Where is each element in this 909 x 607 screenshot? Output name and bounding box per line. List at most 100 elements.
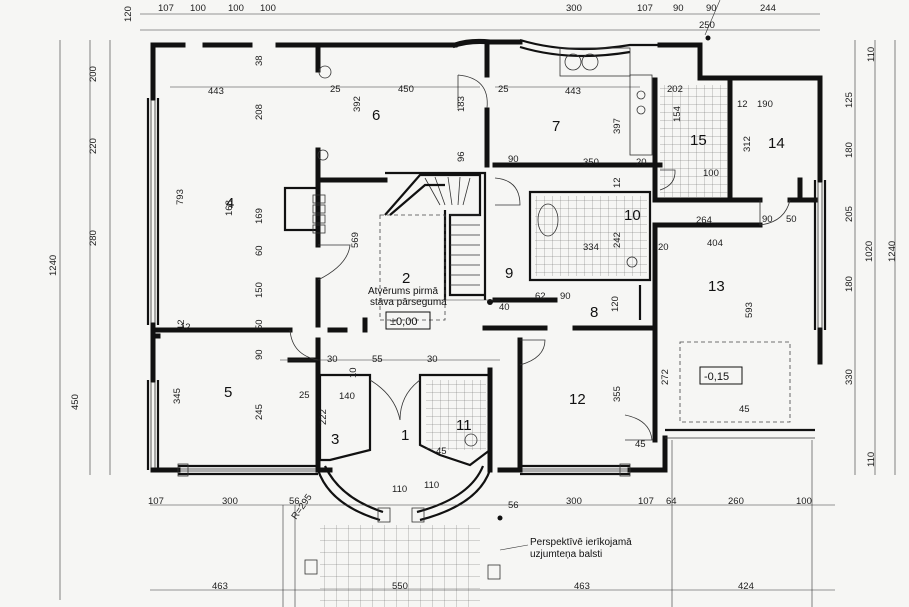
windows [150, 100, 823, 477]
stair-note-line2: stāva pārseguma [370, 297, 447, 308]
dimension-label: 168 [224, 200, 235, 216]
dimension-label: 45 [635, 439, 646, 450]
dimension-label: 56 [289, 496, 300, 507]
dimension-label: 60 [254, 245, 265, 256]
dimension-label: 150 [254, 282, 265, 298]
dimension-label: 355 [612, 386, 623, 402]
terrace [665, 341, 815, 607]
dimension-label: 264 [696, 215, 712, 226]
room-8-label: 8 [590, 304, 598, 321]
room-7-label: 7 [552, 118, 560, 135]
dimension-label: 180 [844, 142, 855, 158]
dimension-label: 100 [703, 168, 719, 179]
dimension-label: 300 [566, 496, 582, 507]
dimension-label: 593 [744, 302, 755, 318]
level-markers: ±0,00 -0,15 [385, 311, 743, 385]
dimension-label: 1240 [887, 241, 898, 262]
room-14-label: 14 [768, 135, 785, 152]
dimension-label: 107 [637, 3, 653, 14]
dimension-label: 56 [508, 500, 519, 511]
dimension-label: 55 [372, 354, 383, 365]
left-dimensions: 200 220 280 450 1240 793 [48, 66, 186, 410]
room-9-label: 9 [505, 265, 513, 282]
dimension-label: 107 [638, 496, 654, 507]
dimension-label: 90 [762, 214, 773, 225]
interior-dimensions: 443 450 443 392 208 38 25 183 25 96 397 … [172, 55, 797, 457]
dimension-label: 205 [844, 206, 855, 222]
dimension-label: 120 [610, 296, 621, 312]
dimension-label: 110 [866, 47, 877, 62]
dimension-label: 300 [222, 496, 238, 507]
dimension-label: 208 [254, 104, 265, 120]
dimension-label: 100 [228, 3, 244, 14]
dimension-label: 12 [180, 322, 191, 333]
dimension-label: 100 [190, 3, 206, 14]
dimension-lines [59, 0, 896, 607]
room-2-label: 2 [402, 270, 410, 287]
dimension-label: 250 [699, 20, 715, 31]
room-4-label: 4 [226, 195, 234, 212]
dimension-label: 25 [498, 84, 509, 95]
dimension-label: 50 [786, 214, 797, 225]
dimension-label: 20 [636, 157, 647, 168]
dimension-label: 110 [866, 452, 877, 467]
dimension-label: 245 [254, 404, 265, 420]
room-3-label: 3 [331, 431, 339, 448]
dimension-label: 463 [212, 581, 228, 592]
room-13-label: 13 [708, 278, 725, 295]
exterior-walls [146, 38, 827, 476]
dimension-label: 38 [254, 55, 265, 66]
dimension-label: 169 [254, 208, 265, 224]
fixtures [283, 35, 711, 580]
dimension-label: 12 [176, 319, 187, 330]
dimension-label: 200 [88, 66, 99, 82]
dimension-label: 20 [658, 242, 669, 253]
dimension-label: 50 [254, 319, 265, 330]
dimension-label: 569 [350, 232, 361, 248]
dimension-label: 100 [260, 3, 276, 14]
room-6-label: 6 [372, 107, 380, 124]
terrace-note-line1: Perspektīvē ierīkojamā [530, 537, 632, 548]
dimension-label: 100 [796, 496, 812, 507]
dimension-label: 96 [456, 151, 467, 162]
dimension-label: 450 [70, 394, 81, 410]
dimension-label: 272 [660, 369, 671, 385]
tiled-areas [320, 85, 728, 607]
staircase [384, 173, 493, 305]
dimension-label: 10 [348, 367, 359, 378]
dimension-label: 450 [398, 84, 414, 95]
stair-note-line1: Atvērums pirmā [368, 286, 438, 297]
dimension-label: 280 [88, 230, 99, 246]
room-12-label: 12 [569, 391, 586, 408]
dimension-label: 90 [254, 349, 265, 360]
dimension-label: 110 [392, 484, 407, 495]
dimension-label: 25 [330, 84, 341, 95]
dimension-label: 120 [123, 6, 134, 22]
dimension-label: 154 [672, 106, 683, 122]
dimension-label: 45 [436, 446, 447, 457]
dimension-label: 30 [327, 354, 338, 365]
room-11-label: 11 [456, 417, 472, 434]
porch [316, 465, 492, 523]
dimension-label: 107 [148, 496, 164, 507]
dimension-label: 220 [88, 138, 99, 154]
dimension-label: 300 [566, 3, 582, 14]
bottom-dimensions: 107 300 56 110 110 56 300 107 64 260 100… [148, 480, 812, 592]
dimension-label: 90 [706, 3, 717, 14]
dimension-label: 1240 [48, 255, 59, 276]
level-marker-main: ±0,00 [390, 316, 417, 328]
dimension-label: 334 [583, 242, 599, 253]
room-10-label: 10 [624, 207, 641, 224]
dimension-label: 25 [299, 390, 310, 401]
dimension-label: 345 [172, 388, 183, 404]
dimension-label: 392 [352, 96, 363, 112]
dimension-label: 244 [760, 3, 776, 14]
dimension-label: 222 [318, 409, 329, 425]
dimension-label: 424 [738, 581, 754, 592]
right-dimensions: 110 125 180 205 180 330 110 1020 1240 [844, 47, 898, 467]
room-labels: 1 2 3 4 5 6 7 8 9 10 11 12 13 14 15 [224, 107, 785, 448]
dimension-label: 110 [424, 480, 439, 491]
room-1-label: 1 [401, 427, 409, 444]
